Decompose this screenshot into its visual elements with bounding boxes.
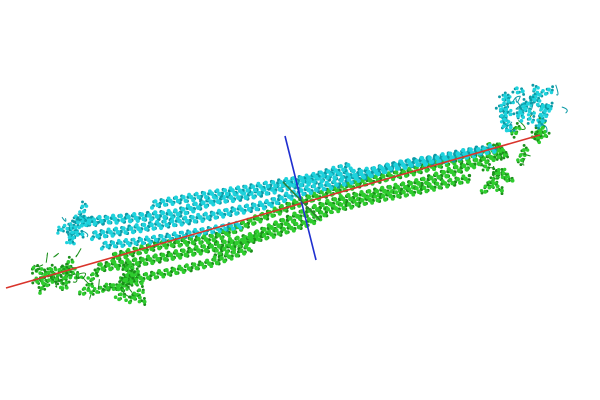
chain-a-c-domain-helix [526, 114, 536, 125]
chain-a-c-domain [494, 83, 568, 133]
chain-b-coil-3 [212, 173, 472, 260]
chain-b-coil-4 [120, 244, 253, 287]
chain-a-coil-3 [150, 162, 353, 210]
chain-a-c-domain-helix [528, 94, 546, 112]
chain-b-n-domain-2-helix [128, 292, 147, 306]
principal-axis-long [5, 134, 541, 289]
chain-b-c-domain-2-helix [533, 126, 543, 145]
chain-a-n-domain-helix [76, 200, 89, 225]
chain-a-c-domain-helix [518, 98, 533, 113]
chain-a-coil-2 [89, 145, 483, 242]
chain-a-c-domain-helix [498, 93, 515, 106]
chain-b-n-domain-helix [37, 274, 55, 295]
chain-b-n-domain-2-helix [128, 268, 138, 280]
chain-b-n-domain-2-helix [113, 289, 127, 302]
chain-a-c-domain-helix [511, 86, 526, 96]
chain-b-n-domain-2 [78, 263, 147, 306]
chain-b-n-domain-2-helix [120, 273, 144, 287]
chain-b-n-domain-helix [34, 267, 50, 279]
principal-axis-perpendicular [284, 135, 317, 261]
chain-a-c-domain-helix [535, 85, 555, 98]
chain-b-n-domain-2-helix [101, 282, 121, 291]
chain-b-ribbon [30, 110, 551, 306]
chain-b-c-domain-helix [486, 180, 504, 196]
chain-a-n-domain [56, 200, 101, 246]
chain-a-ribbon [56, 83, 568, 251]
chain-b-c-domain-helix [492, 167, 515, 183]
principal-axis-third [282, 181, 321, 221]
chain-a-c-domain-helix [494, 103, 513, 117]
chain-b-n-domain-helix [60, 271, 73, 292]
chain-b-n-domain [30, 248, 84, 295]
